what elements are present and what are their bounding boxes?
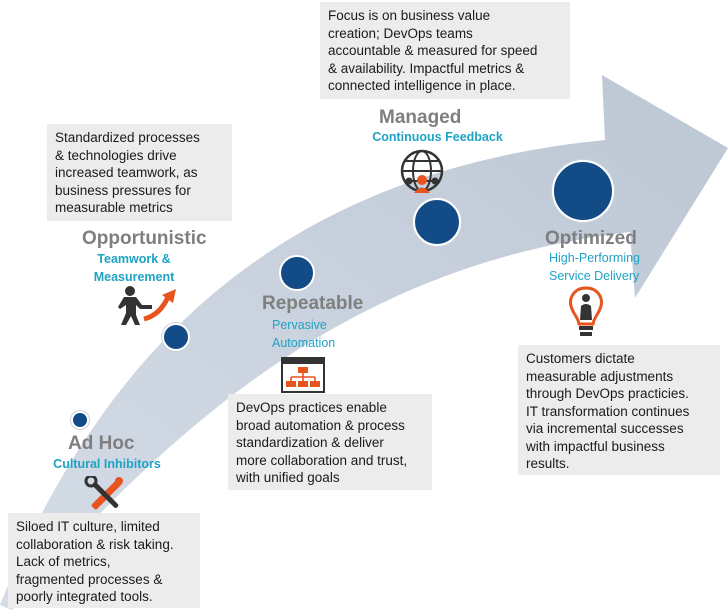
description-opportunistic: Standardized processes & technologies dr… [47, 124, 232, 221]
stage-subtitle-optimized: High-Performing Service Delivery [549, 251, 641, 283]
stage-title-optimized: Optimized [545, 228, 637, 249]
stage-title-adhoc: Ad Hoc [68, 433, 135, 454]
stage-dot-managed [413, 198, 461, 246]
description-optimized: Customers dictate measurable adjustments… [518, 345, 720, 475]
network-icon [400, 149, 444, 193]
tools-icon [84, 476, 123, 510]
stage-title-managed: Managed [379, 107, 462, 128]
arrow-body [0, 75, 728, 610]
stage-title-repeatable: Repeatable [262, 293, 364, 314]
stage-dot-optimized [552, 160, 614, 222]
stage-subtitle-managed: Continuous Feedback [372, 130, 503, 144]
description-managed: Focus is on business value creation; Dev… [320, 2, 570, 99]
stage-subtitle-opportunistic: Teamwork & Measurement [93, 252, 175, 284]
stage-dot-opportunistic [162, 323, 190, 351]
teamwork-icon [118, 286, 176, 325]
workflow-icon [281, 357, 325, 393]
description-repeatable: DevOps practices enable broad automation… [228, 394, 432, 490]
stage-subtitle-repeatable: Pervasive Automation [272, 318, 336, 350]
stage-title-opportunistic: Opportunistic [82, 228, 207, 249]
stage-dot-repeatable [279, 255, 315, 291]
stage-subtitle-adhoc: Cultural Inhibitors [53, 457, 161, 471]
stage-dot-adhoc [71, 411, 89, 429]
lightbulb-icon [569, 286, 603, 336]
description-adhoc: Siloed IT culture, limited collaboration… [8, 513, 200, 608]
